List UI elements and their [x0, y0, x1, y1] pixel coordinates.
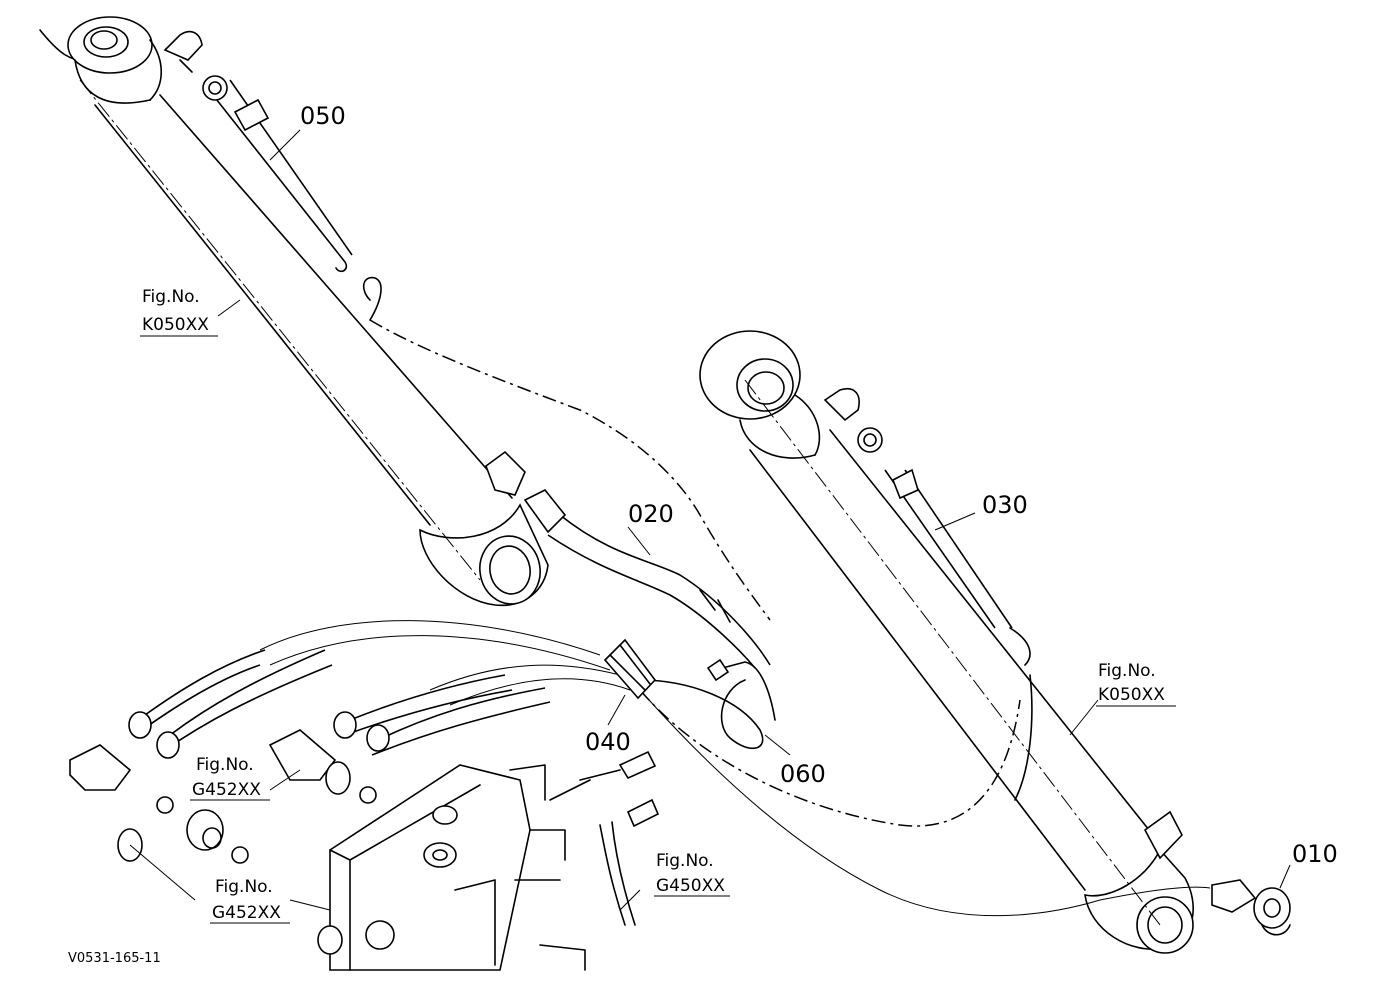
fittings [69, 729, 377, 864]
hose-020 [523, 488, 771, 669]
part-labels: 050 020 030 040 060 010 [300, 102, 1338, 868]
svg-text:G452XX: G452XX [212, 903, 281, 923]
svg-text:G452XX: G452XX [192, 780, 261, 800]
part-label-060: 060 [780, 760, 826, 788]
fig-ref-k050xx-right: Fig.No. K050XX [1096, 661, 1176, 707]
svg-text:Fig.No.: Fig.No. [656, 851, 714, 871]
part-label-030: 030 [982, 491, 1028, 519]
svg-text:G450XX: G450XX [656, 876, 725, 896]
figure-references: Fig.No. K050XX Fig.No. K050XX Fig.No. G4… [140, 287, 1176, 924]
fig-ref-g450xx: Fig.No. G450XX [654, 851, 730, 897]
svg-text:Fig.No.: Fig.No. [1098, 661, 1156, 681]
hose-030 [857, 427, 1031, 666]
hose-050 [202, 75, 353, 273]
hose-bundle [128, 649, 551, 759]
right-cylinder [699, 330, 1291, 954]
left-cylinder [39, 16, 549, 607]
svg-text:K050XX: K050XX [142, 315, 209, 335]
fig-ref-k050xx-left: Fig.No. K050XX [140, 287, 218, 337]
center-lines [79, 79, 1161, 926]
drawing-code: V0531-165-11 [68, 951, 161, 966]
svg-text:Fig.No.: Fig.No. [196, 755, 254, 775]
fig-ref-g452xx-upper: Fig.No. G452XX [190, 755, 270, 801]
control-valve [317, 764, 586, 971]
part-label-010: 010 [1292, 840, 1338, 868]
svg-text:K050XX: K050XX [1098, 685, 1165, 705]
part-label-050: 050 [300, 102, 346, 130]
leader-lines [129, 129, 1291, 911]
fig-ref-g452xx-lower: Fig.No. G452XX [210, 877, 290, 924]
part-label-040: 040 [585, 728, 631, 756]
svg-text:Fig.No.: Fig.No. [142, 287, 200, 307]
routing-lines [259, 276, 1211, 917]
svg-text:Fig.No.: Fig.No. [215, 877, 273, 897]
electrical-connectors [549, 750, 660, 926]
clamp-040 [603, 638, 657, 700]
part-label-020: 020 [628, 500, 674, 528]
clamp-060 [706, 658, 776, 721]
